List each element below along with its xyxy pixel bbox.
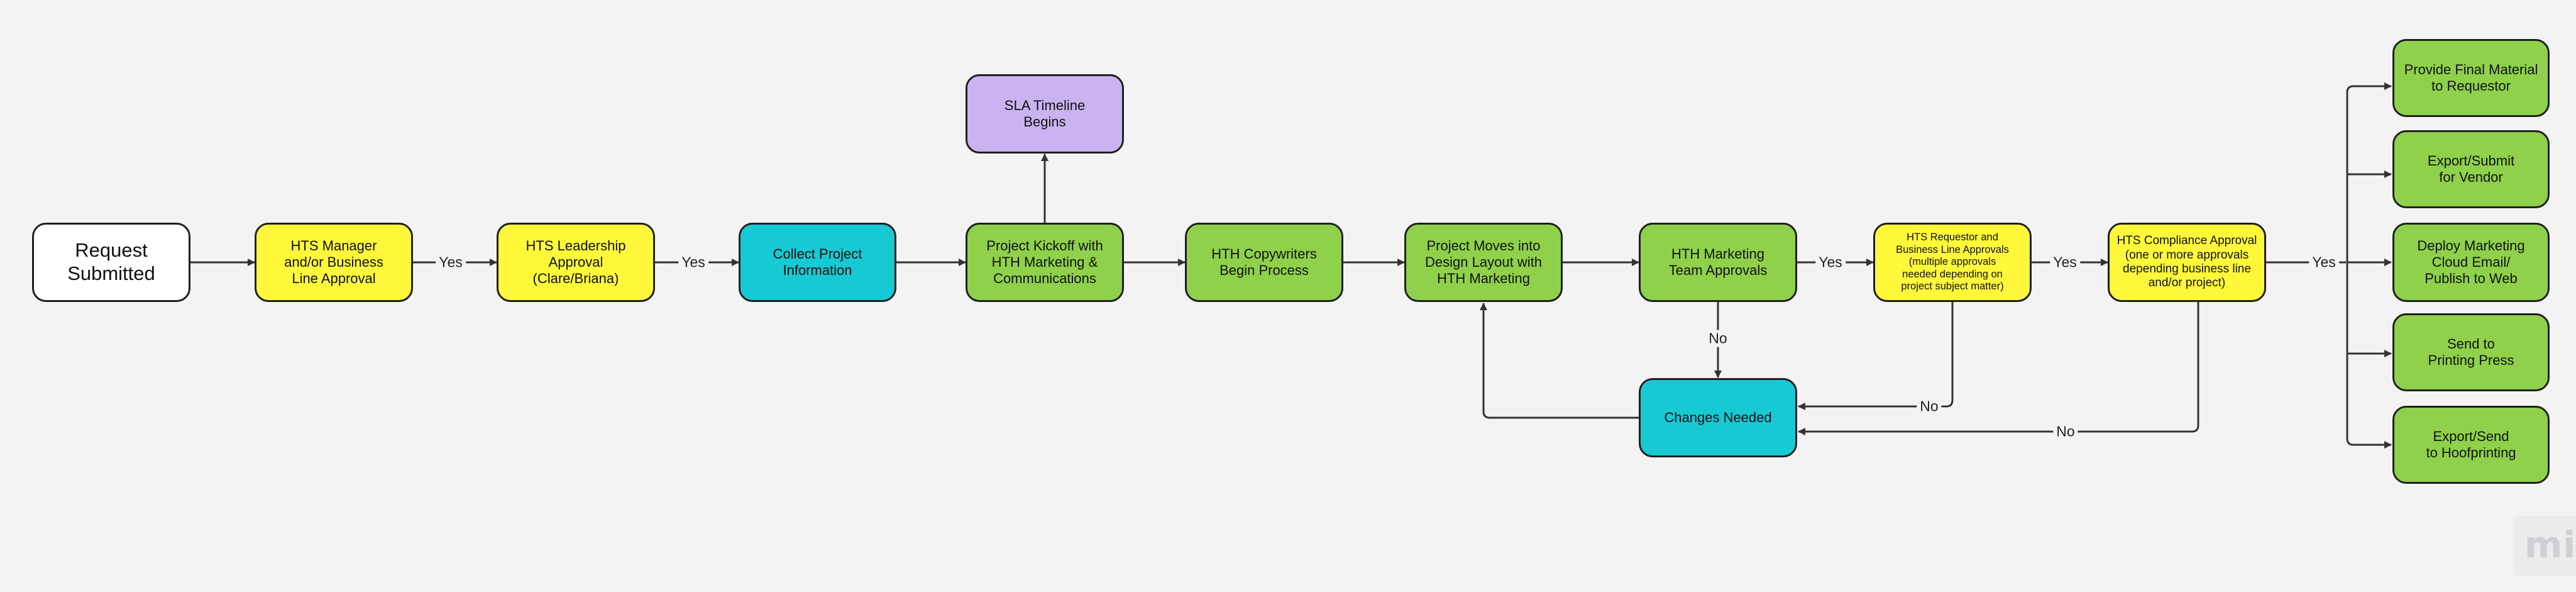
label-yes-requestor: Yes	[2050, 254, 2080, 271]
node-export-send-hoofprinting: Export/Send to Hoofprinting	[2392, 406, 2550, 484]
edge-compliance-no-to-changes	[1798, 302, 2199, 435]
label-no-compliance: No	[2053, 423, 2078, 440]
label-no-requestor: No	[1917, 398, 1942, 415]
watermark-logo: mir	[2513, 516, 2576, 576]
label-no-mktteam: No	[1705, 330, 1731, 347]
node-export-submit-vendor: Export/Submit for Vendor	[2392, 130, 2550, 208]
node-provide-final-material: Provide Final Material to Requestor	[2392, 39, 2550, 117]
label-yes-compliance: Yes	[2309, 254, 2339, 271]
node-sla-timeline-begins: SLA Timeline Begins	[966, 74, 1124, 154]
node-send-to-printing-press: Send to Printing Press	[2392, 313, 2550, 391]
label-yes-mktteam: Yes	[1815, 254, 1846, 271]
node-design-layout: Project Moves into Design Layout with HT…	[1404, 223, 1563, 302]
edge-requestor-no-to-changes	[1798, 302, 1954, 410]
node-changes-needed: Changes Needed	[1639, 378, 1797, 457]
node-hts-manager-approval: HTS Manager and/or Business Line Approva…	[255, 223, 413, 302]
node-hth-marketing-team-approvals: HTH Marketing Team Approvals	[1639, 223, 1797, 302]
label-yes-leadership: Yes	[678, 254, 708, 271]
node-hts-requestor-approvals: HTS Requestor and Business Line Approval…	[1873, 223, 2032, 302]
node-deploy-marketing-cloud: Deploy Marketing Cloud Email/ Publish to…	[2392, 223, 2550, 302]
fanout-trunk	[2346, 85, 2354, 446]
label-yes-manager: Yes	[436, 254, 466, 271]
watermark-text: mir	[2524, 523, 2576, 566]
node-collect-project-information: Collect Project Information	[739, 223, 896, 302]
node-hts-compliance-approval: HTS Compliance Approval (one or more app…	[2108, 223, 2266, 302]
node-hts-leadership-approval: HTS Leadership Approval (Clare/Briana)	[497, 223, 655, 302]
node-project-kickoff: Project Kickoff with HTH Marketing & Com…	[966, 223, 1124, 302]
edge-changes-to-design	[1480, 303, 1639, 419]
node-request-submitted: Request Submitted	[32, 223, 190, 302]
node-hth-copywriters: HTH Copywriters Begin Process	[1185, 223, 1343, 302]
